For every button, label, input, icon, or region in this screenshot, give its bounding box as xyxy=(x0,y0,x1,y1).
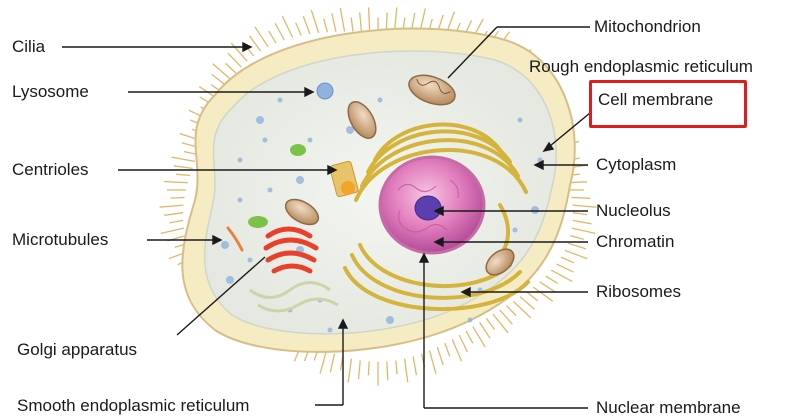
cilium-hair xyxy=(160,205,184,207)
cilium-hair xyxy=(565,250,587,258)
cilium-hair xyxy=(359,360,361,379)
label-lysosome: Lysosome xyxy=(12,82,89,102)
cilium-hair xyxy=(573,213,587,215)
label-chromatin: Chromatin xyxy=(596,232,674,252)
cilium-hair xyxy=(551,270,572,281)
vesicle-dot xyxy=(296,176,304,184)
cilium-hair xyxy=(332,13,336,32)
cilium-hair xyxy=(486,318,494,329)
cilium-hair xyxy=(437,347,443,365)
cilium-hair xyxy=(473,327,485,348)
vesicle-dot xyxy=(238,158,243,163)
cilium-hair xyxy=(561,257,574,263)
cilium-hair xyxy=(348,359,351,383)
label-nuclear-membrane: Nuclear membrane xyxy=(596,398,741,418)
label-centrioles: Centrioles xyxy=(12,160,89,180)
vesicle-dot xyxy=(468,318,473,323)
cilium-hair xyxy=(466,331,473,343)
cilium-hair xyxy=(303,16,310,34)
arrowhead-cilia xyxy=(243,43,251,51)
cilium-hair xyxy=(250,36,261,51)
peroxisome-shape xyxy=(248,216,268,228)
cilium-hair xyxy=(311,10,318,33)
cilium-hair xyxy=(320,351,326,374)
cilium-hair xyxy=(169,220,183,223)
nucleolus-shape xyxy=(415,196,441,220)
vesicle-dot xyxy=(328,328,333,333)
cilium-hair xyxy=(269,31,276,43)
cilium-hair xyxy=(387,361,388,380)
label-microtubules: Microtubules xyxy=(12,230,108,250)
cilium-hair xyxy=(296,23,302,36)
cilium-hair xyxy=(369,8,370,32)
label-cell-membrane: Cell membrane xyxy=(598,90,713,110)
cilium-hair xyxy=(176,174,190,175)
vesicle-dot xyxy=(248,258,253,263)
label-mitochondrion: Mitochondrion xyxy=(594,17,701,37)
vesicle-dot xyxy=(221,241,229,249)
cilium-hair xyxy=(174,166,193,169)
cilium-hair xyxy=(171,198,185,199)
cilium-hair xyxy=(480,322,491,338)
cilium-hair xyxy=(573,205,597,207)
cilium-hair xyxy=(459,335,467,352)
cilium-hair xyxy=(507,306,517,316)
cilium-hair xyxy=(330,354,334,373)
peroxisome-shape xyxy=(290,144,306,156)
cilium-hair xyxy=(282,16,292,38)
vesicle-dot xyxy=(531,206,539,214)
vesicle-dot xyxy=(278,98,283,103)
cilium-hair xyxy=(452,339,461,361)
cilium-hair xyxy=(568,243,586,249)
vesicle-dot xyxy=(518,118,523,123)
cilium-hair xyxy=(164,182,188,183)
vesicle-dot xyxy=(256,116,264,124)
vesicle-dot xyxy=(238,198,243,203)
label-ribosomes: Ribosomes xyxy=(596,282,681,302)
cilium-hair xyxy=(572,228,595,233)
vesicle-dot xyxy=(268,188,273,193)
cilium-hair xyxy=(161,228,184,233)
label-cilia: Cilia xyxy=(12,37,45,57)
lysosome-shape xyxy=(317,83,333,99)
vesicle-dot xyxy=(263,138,268,143)
label-nucleolus: Nucleolus xyxy=(596,201,671,221)
cilium-hair xyxy=(255,27,268,47)
cilium-hair xyxy=(445,343,450,356)
label-rough-er: Rough endoplasmic reticulum xyxy=(529,57,753,77)
cilium-hair xyxy=(500,310,513,324)
cilium-hair xyxy=(360,13,362,32)
cilium-hair xyxy=(556,264,573,272)
cilium-hair xyxy=(546,276,558,283)
cilium-hair xyxy=(351,18,353,32)
cilium-hair xyxy=(405,359,408,383)
cilium-hair xyxy=(164,213,183,216)
vesicle-dot xyxy=(513,228,518,233)
vesicle-dot xyxy=(386,316,394,324)
cilium-hair xyxy=(413,357,416,376)
cilium-hair xyxy=(430,351,436,374)
cilium-hair xyxy=(527,292,538,301)
label-smooth-er: Smooth endoplasmic reticulum xyxy=(17,396,249,416)
vesicle-dot xyxy=(226,276,234,284)
vesicle-dot xyxy=(378,98,383,103)
cilium-hair xyxy=(226,63,236,73)
cilium-hair xyxy=(520,297,534,310)
cilium-hair xyxy=(171,157,195,161)
cilium-hair xyxy=(340,8,344,32)
cilium-hair xyxy=(228,53,241,67)
cilium-hair xyxy=(573,220,592,223)
cilium-hair xyxy=(368,361,369,375)
cilium-hair xyxy=(572,198,591,199)
vesicle-dot xyxy=(308,138,313,143)
cilium-hair xyxy=(540,282,556,292)
cilium-hair xyxy=(396,360,397,374)
cilium-hair xyxy=(570,236,584,240)
cilium-hair xyxy=(275,23,284,40)
label-cytoplasm: Cytoplasm xyxy=(596,155,676,175)
label-golgi-apparatus: Golgi apparatus xyxy=(17,340,137,360)
cilium-hair xyxy=(324,19,328,32)
